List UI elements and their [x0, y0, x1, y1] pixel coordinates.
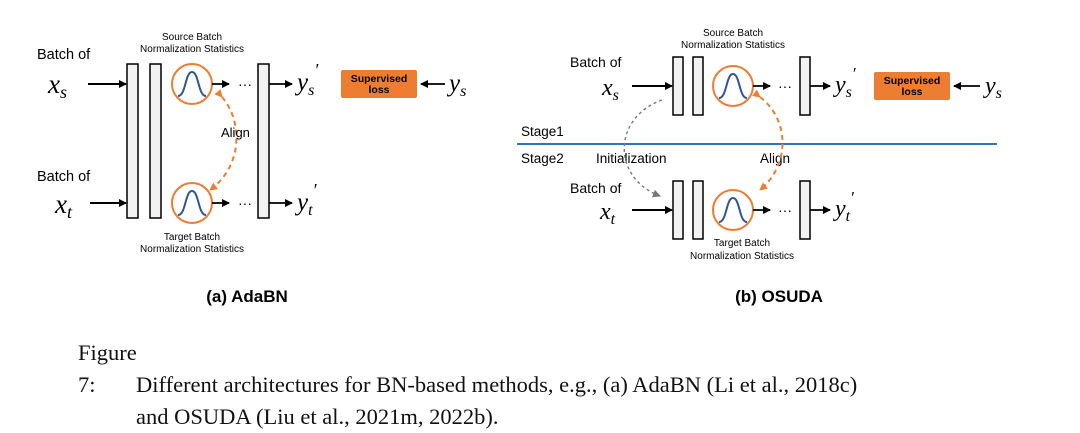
xt-symbol: xt [54, 189, 73, 222]
source-stats-label-line1: Source Batch [162, 32, 222, 43]
ellipsis-target: ··· [778, 202, 792, 218]
target-layer-1 [672, 180, 684, 240]
align-label: Align [221, 125, 250, 140]
stage2-label: Stage2 [521, 151, 564, 166]
source-bn-circle [712, 65, 754, 107]
ys-symbol: ys [446, 70, 466, 100]
yt-prime-symbol: yt′ [294, 180, 318, 219]
xt-symbol: xt [599, 199, 616, 228]
source-bn-curve [177, 70, 207, 97]
supervised-loss-box [341, 70, 417, 98]
target-bn-circle [712, 189, 754, 231]
target-stats-label-line2: Normalization Statistics [140, 244, 244, 255]
ys-symbol: ys [983, 73, 1002, 102]
batch-of-source-label: Batch of [570, 54, 621, 70]
target-stats-label-line1: Target Batch [164, 232, 220, 243]
target-layer-2 [692, 180, 704, 240]
source-stats-label-line2: Normalization Statistics [681, 40, 785, 51]
batch-of-target-label: Batch of [570, 180, 621, 196]
ellipsis-target: ··· [238, 195, 252, 211]
caption-text-2: and OSUDA (Liu et al., 2021m, 2022b). [136, 404, 499, 429]
xs-symbol: xs [47, 69, 67, 102]
initialization-label: Initialization [596, 151, 667, 166]
target-bn-curve [177, 189, 207, 216]
layer-column-1 [126, 63, 139, 219]
xs-symbol: xs [601, 75, 619, 104]
batch-of-target-label: Batch of [37, 169, 91, 185]
panel-a-adabn: Source Batch Normalization Statistics Ba… [37, 32, 466, 306]
supervised-loss-line1: Supervised [884, 75, 941, 87]
batch-of-source-label: Batch of [37, 47, 91, 63]
ys-prime-symbol: ys′ [294, 60, 319, 99]
supervised-loss-line1: Supervised [351, 73, 408, 85]
source-stats-label-line1: Source Batch [703, 28, 763, 39]
supervised-loss-line2: loss [901, 86, 922, 98]
supervised-loss-box [874, 72, 950, 100]
caption-text-1: Different architectures for BN-based met… [136, 372, 858, 397]
target-bn-circle [171, 182, 213, 224]
panel-b-title: (b) OSUDA [735, 287, 823, 306]
align-label: Align [760, 151, 790, 166]
source-bn-circle [171, 63, 213, 105]
layer-column-3 [257, 63, 270, 219]
ys-prime-symbol: ys′ [833, 64, 856, 101]
layer-column-2 [149, 63, 162, 219]
yt-prime-symbol: yt′ [833, 188, 854, 225]
target-stats-label-line2: Normalization Statistics [690, 251, 794, 262]
panel-a-title: (a) AdaBN [206, 287, 288, 306]
align-arrow [209, 89, 238, 191]
target-bn-curve [718, 196, 748, 223]
ellipsis-source: ··· [778, 78, 792, 94]
source-layer-3 [799, 56, 811, 116]
source-layer-2 [692, 56, 704, 116]
supervised-loss-line2: loss [368, 84, 389, 96]
ellipsis-source: ··· [238, 76, 252, 92]
source-stats-label-line2: Normalization Statistics [140, 44, 244, 55]
diagram-canvas: Source Batch Normalization Statistics Ba… [37, 28, 1002, 306]
align-arrow [752, 89, 784, 191]
caption-label: Figure 7: [78, 340, 137, 397]
figure-caption: Figure 7:Different architectures for BN-… [78, 337, 1038, 433]
source-bn-curve [718, 72, 748, 99]
source-layer-1 [672, 56, 684, 116]
initialization-arrow [623, 99, 663, 198]
stage1-label: Stage1 [521, 124, 564, 139]
panel-b-osuda: Source Batch Normalization Statistics Ba… [517, 28, 1002, 306]
target-layer-3 [799, 180, 811, 240]
target-stats-label-line1: Target Batch [714, 238, 770, 249]
caption-line-1: Figure 7:Different architectures for BN-… [78, 337, 1038, 401]
